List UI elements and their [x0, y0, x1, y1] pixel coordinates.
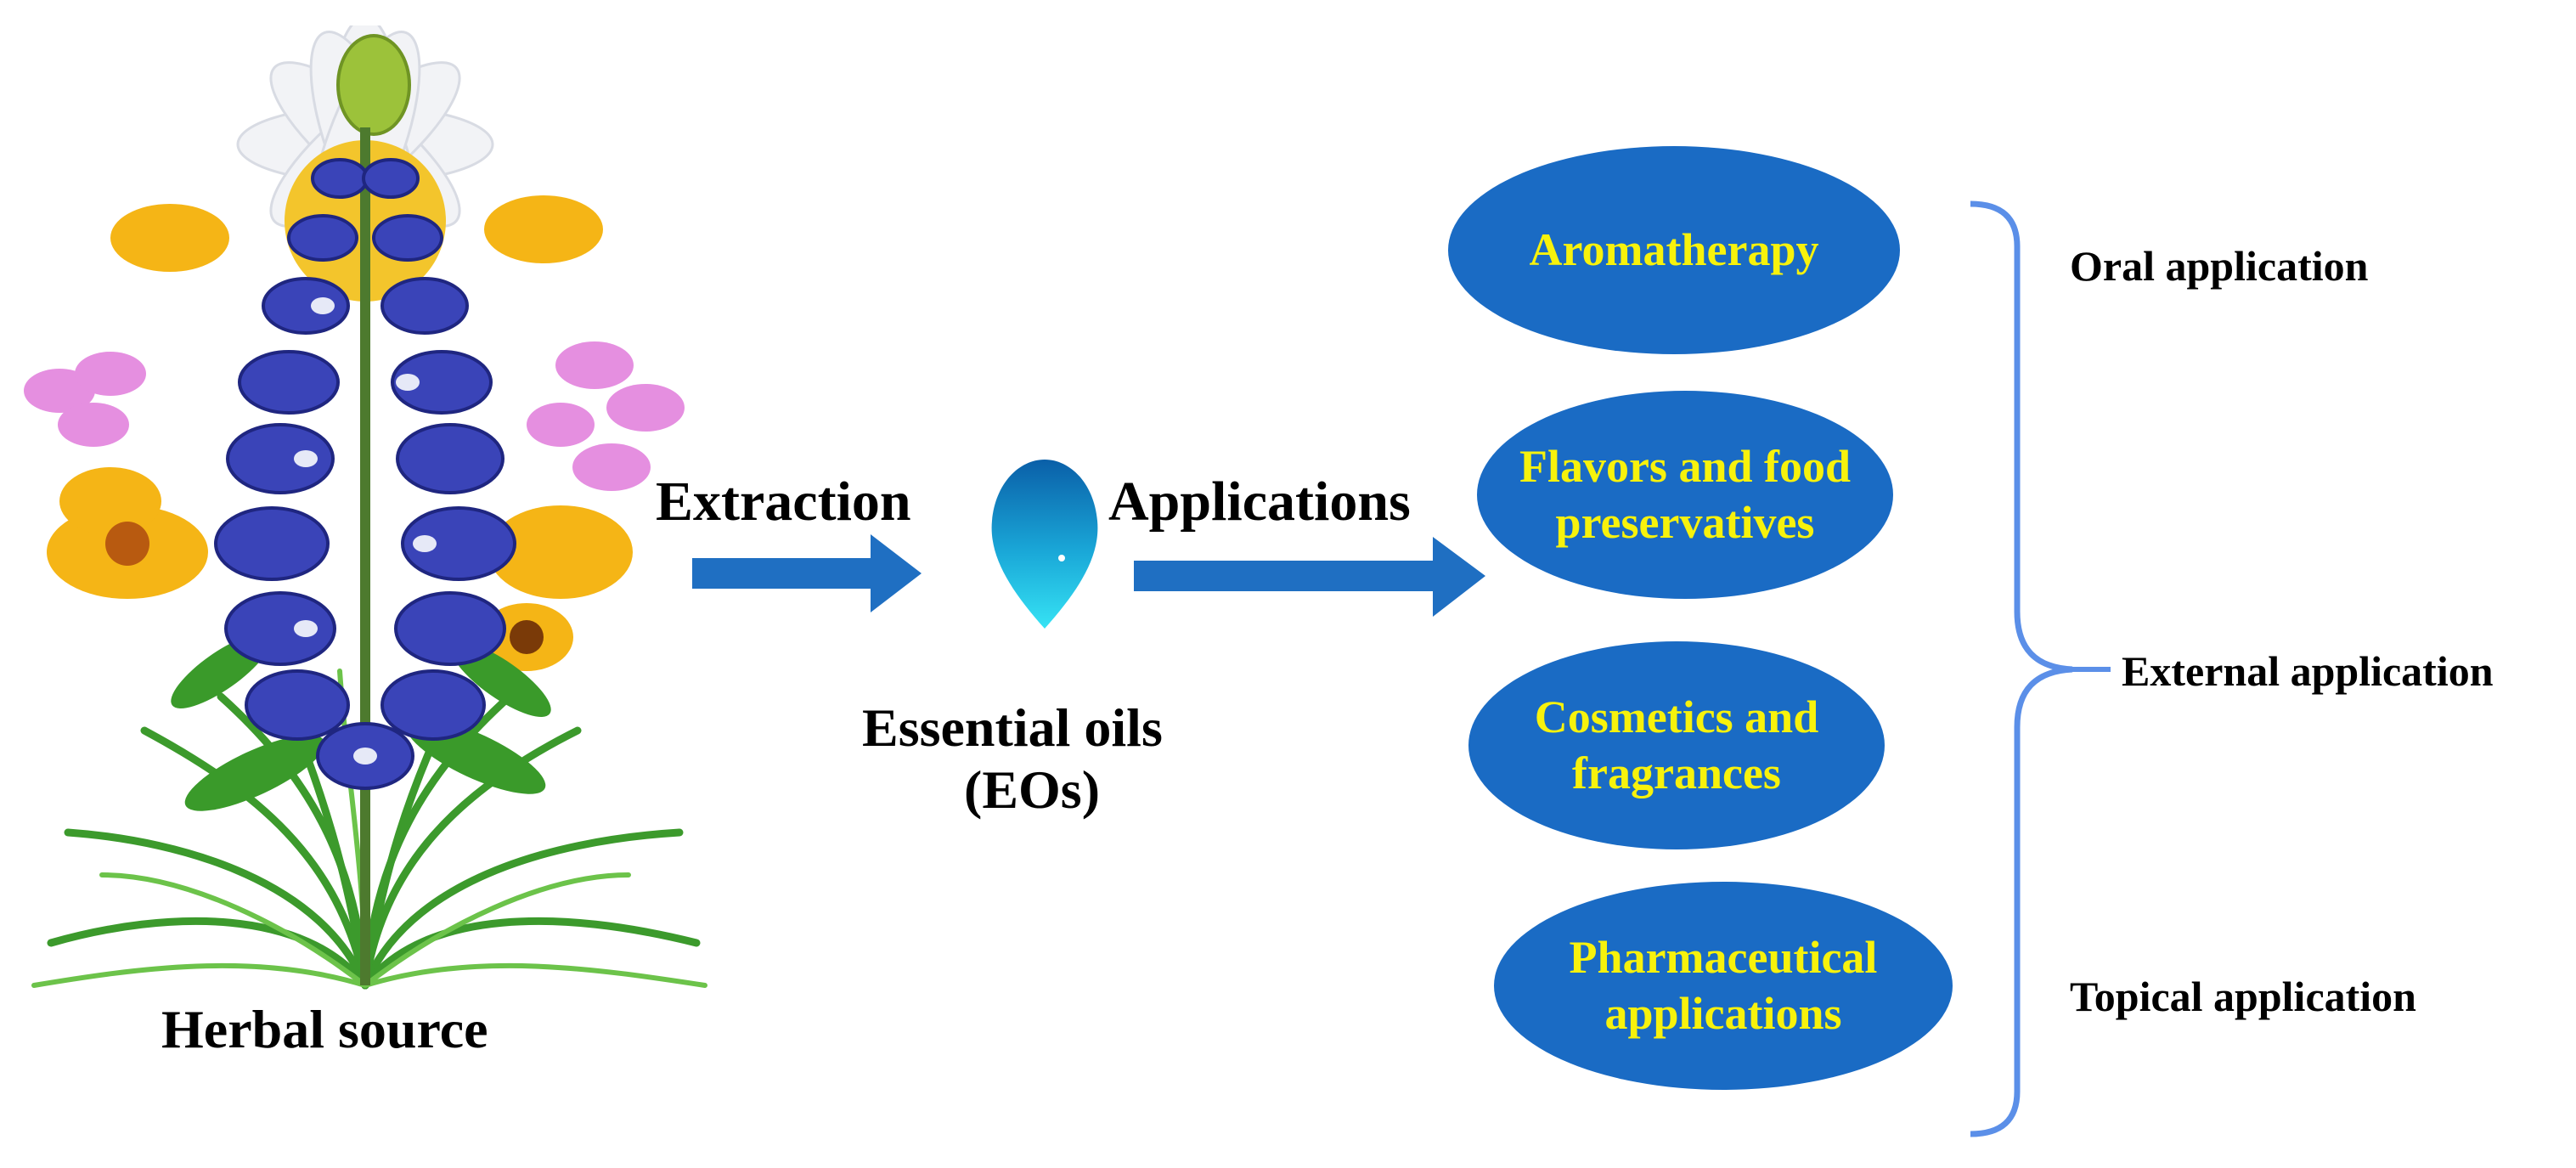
use-line: preservatives: [1555, 496, 1815, 548]
herbal-source-label: Herbal source: [161, 999, 488, 1059]
applications-arrow: [1134, 537, 1485, 617]
essential-oil-droplet-icon: [991, 460, 1098, 629]
applications-label: Applications: [1108, 471, 1411, 533]
essential-oils-abbrev: (EOs): [964, 759, 1100, 820]
use-line: Pharmaceutical: [1569, 931, 1878, 983]
use-line: applications: [1604, 987, 1842, 1039]
herbal-source-illustration: [24, 25, 707, 990]
essential-oils-label: Essential oils: [862, 697, 1163, 758]
use-aromatherapy: Aromatherapy: [1448, 146, 1900, 354]
use-line: Flavors and food: [1519, 440, 1852, 492]
route-external: External application: [2122, 647, 2494, 695]
curly-brace: [1970, 200, 2111, 1137]
use-pharmaceutical: Pharmaceutical applications: [1494, 882, 1953, 1090]
use-flavors-preservatives: Flavors and food preservatives: [1477, 391, 1893, 599]
extraction-label: Extraction: [656, 471, 911, 533]
extraction-arrow: [692, 534, 922, 612]
use-cosmetics-fragrances: Cosmetics and fragrances: [1468, 641, 1885, 849]
use-line: Cosmetics and: [1534, 691, 1819, 742]
route-topical: Topical application: [2070, 973, 2416, 1020]
use-line: Aromatherapy: [1529, 223, 1819, 275]
use-line: fragrances: [1572, 747, 1781, 798]
route-oral: Oral application: [2070, 242, 2369, 290]
